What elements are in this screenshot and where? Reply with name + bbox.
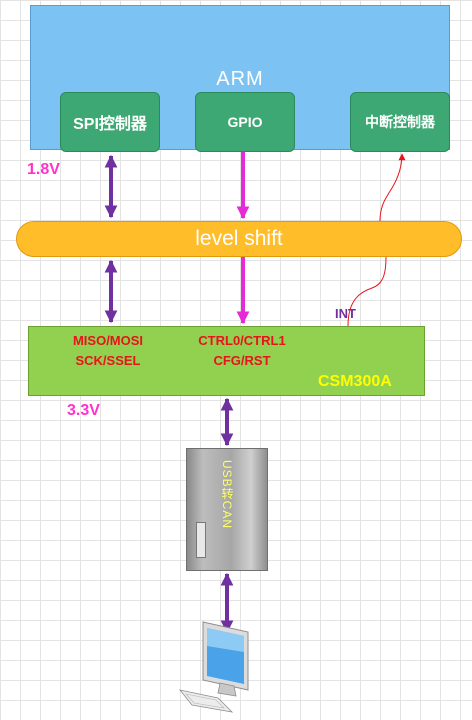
csm300a-block bbox=[28, 326, 425, 396]
int-line-upper bbox=[379, 153, 406, 222]
usb-can-nameplate bbox=[196, 522, 206, 558]
int-label: INT bbox=[335, 306, 356, 321]
spi-signal-labels: MISO/MOSI SCK/SSEL bbox=[48, 331, 168, 371]
signal-sck-ssel: SCK/SSEL bbox=[75, 353, 141, 368]
voltage-3-3v-label: 3.3V bbox=[67, 402, 100, 419]
int-line-lower bbox=[347, 256, 387, 327]
arm-label: ARM bbox=[216, 68, 264, 90]
signal-cfg-rst: CFG/RST bbox=[213, 353, 271, 368]
level-shift-block: level shift bbox=[16, 221, 462, 257]
computer-icon bbox=[178, 621, 249, 713]
interrupt-controller-block: 中断控制器 bbox=[350, 92, 450, 152]
voltage-1-8v-label: 1.8V bbox=[27, 161, 60, 178]
ctrl-signal-labels: CTRL0/CTRL1 CFG/RST bbox=[182, 331, 302, 371]
gpio-block: GPIO bbox=[195, 92, 295, 152]
csm300a-label: CSM300A bbox=[318, 373, 392, 390]
signal-ctrl0-ctrl1: CTRL0/CTRL1 bbox=[198, 333, 286, 348]
spi-controller-block: SPI控制器 bbox=[60, 92, 160, 152]
signal-miso-mosi: MISO/MOSI bbox=[72, 333, 144, 348]
usb-can-label: USB转CAN bbox=[220, 460, 234, 530]
